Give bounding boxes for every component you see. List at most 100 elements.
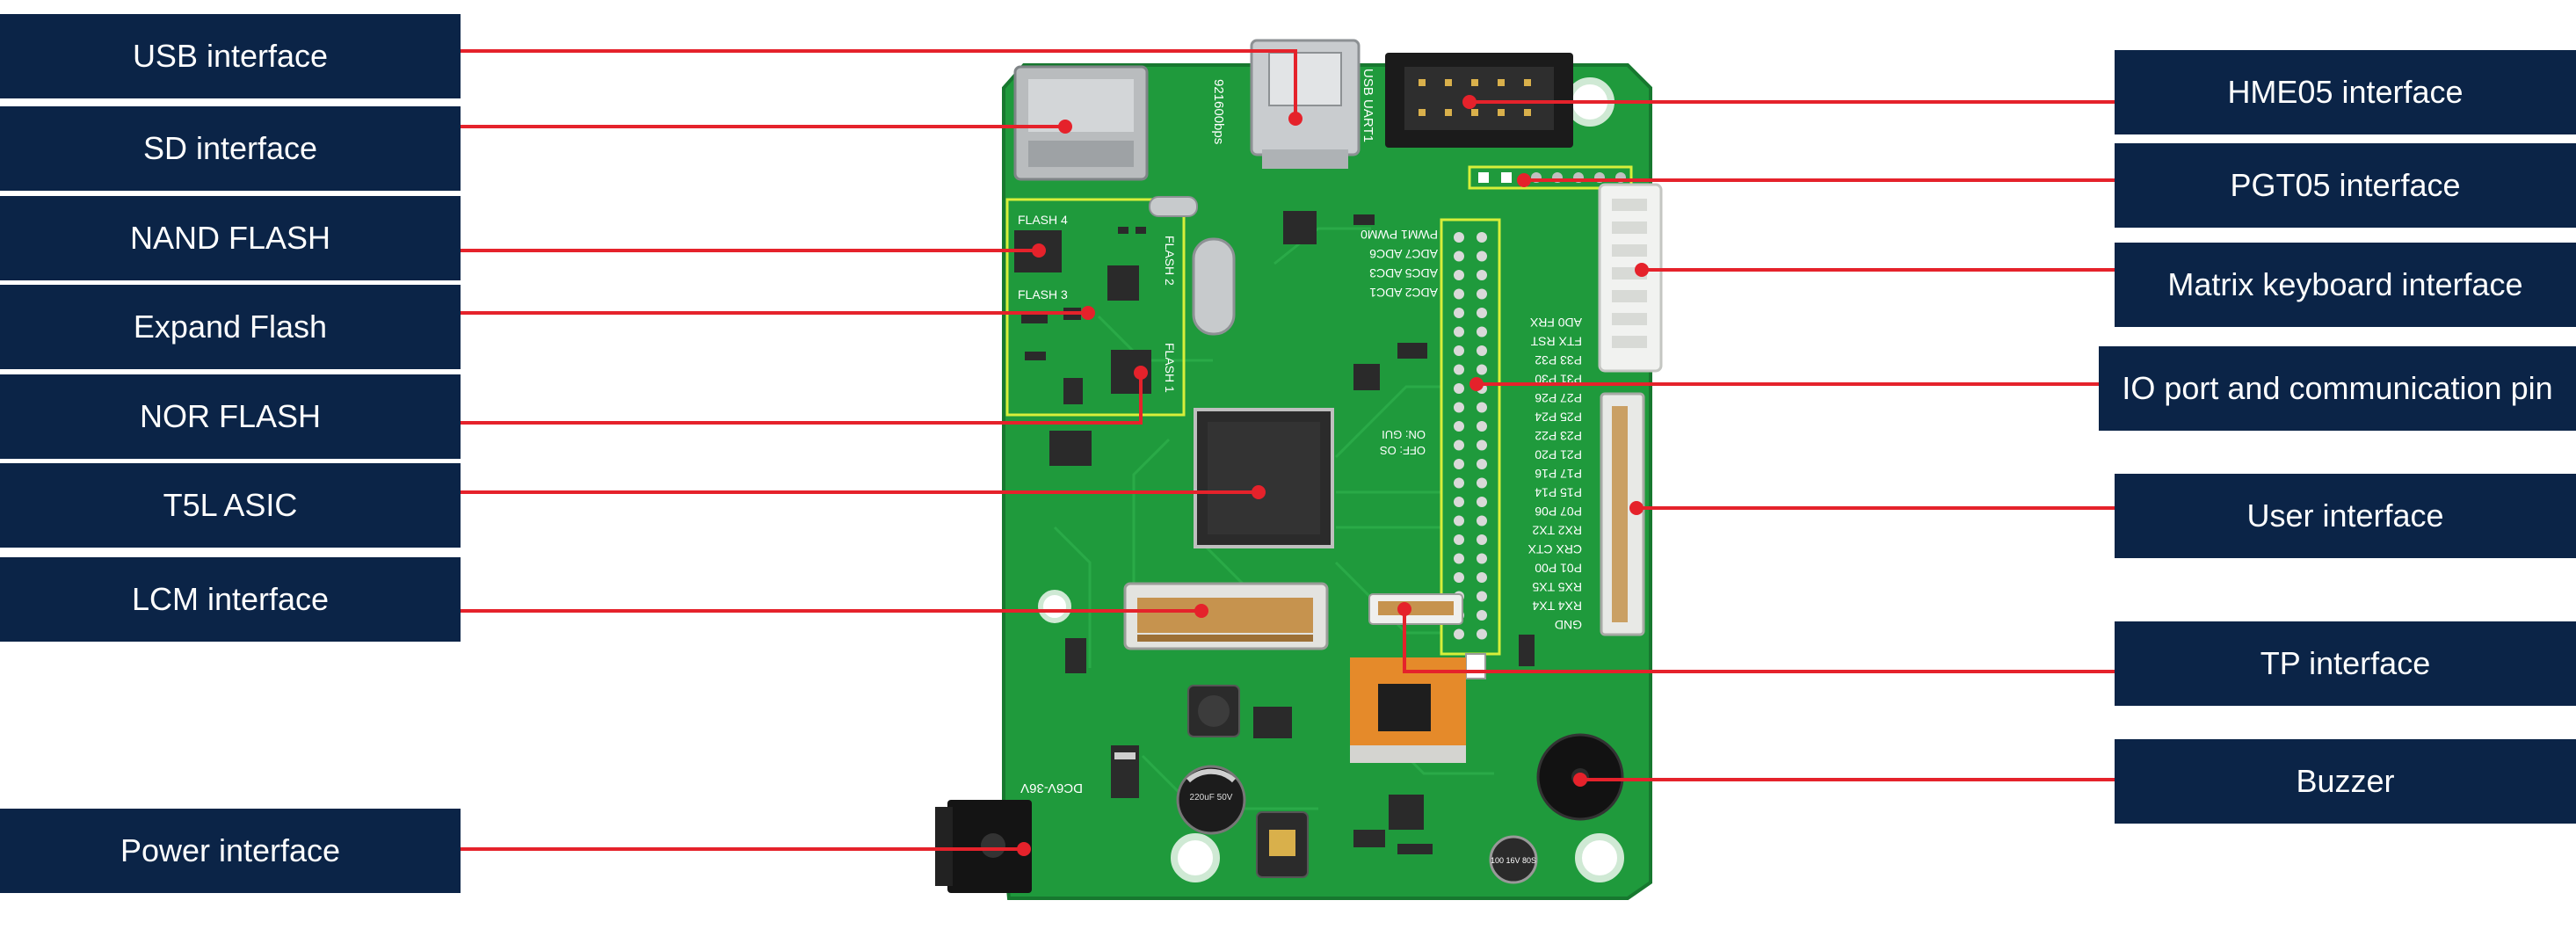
header-silk-label: RX2 TX2 <box>1532 524 1582 538</box>
header-silk-label: FTX RST <box>1530 335 1582 349</box>
io-header-pin <box>1454 288 1464 300</box>
io-header-pin <box>1454 628 1464 640</box>
crystal-small <box>1149 196 1198 217</box>
usb-connector <box>1250 39 1361 169</box>
io-header-pin <box>1454 534 1464 545</box>
cap-right-silk: 100 16V 80S <box>1491 856 1536 865</box>
io-header-pin <box>1477 515 1487 526</box>
leader-user-dot <box>1629 501 1644 515</box>
io-header-pin <box>1454 459 1464 469</box>
io-header-pin <box>1477 497 1487 507</box>
io-header-pin <box>1477 534 1487 545</box>
io-header-pin <box>1477 421 1487 432</box>
io-header-pin <box>1454 270 1464 280</box>
header-silk-label: P15 P14 <box>1535 486 1582 500</box>
io-header-pin <box>1454 497 1464 507</box>
flash2-silk: FLASH 2 <box>1163 236 1177 286</box>
switch-on-silk: ON: GUI <box>1382 428 1426 441</box>
header-silk-label: P21 P20 <box>1535 448 1582 462</box>
sd-card-slot <box>1013 65 1149 181</box>
switch-off-silk: OFF: OS <box>1380 444 1426 457</box>
matrix-keyboard-connector <box>1598 183 1663 373</box>
diode-rect <box>1111 745 1139 798</box>
header-silk-label: P23 P22 <box>1535 429 1582 443</box>
io-header-pin <box>1477 439 1487 451</box>
label-user-interface: User interface <box>2115 474 2576 558</box>
leader-lcm-dot <box>1194 604 1208 618</box>
flash3-silk: FLASH 3 <box>1018 287 1068 301</box>
io-header-pin <box>1477 288 1487 300</box>
io-header <box>1440 218 1501 656</box>
leader-expand-dot <box>1081 306 1095 320</box>
leader-power-dot <box>1017 842 1031 856</box>
label-io-port-communication-pin: IO port and communication pin <box>2099 346 2576 431</box>
io-header-pin <box>1454 345 1464 356</box>
io-header-pin <box>1477 610 1487 621</box>
leader-usb-dot <box>1288 112 1303 126</box>
io-header-pin <box>1454 421 1464 432</box>
io-header-pin <box>1477 591 1487 602</box>
io-header-pin <box>1477 628 1487 640</box>
label-matrix-keyboard-interface: Matrix keyboard interface <box>2115 243 2576 327</box>
io-header-pin <box>1454 402 1464 413</box>
adc-silk-label: ADC5 ADC3 <box>1369 266 1438 280</box>
adc-silk-label: ADC2 ADC1 <box>1369 286 1438 300</box>
leader-usb <box>461 49 1297 119</box>
leader-tp <box>1403 609 2115 673</box>
io-header-pin <box>1454 251 1464 262</box>
io-header-pin <box>1454 553 1464 564</box>
usb-uart-silk: USB UART1 <box>1361 69 1375 142</box>
io-header-pin <box>1454 308 1464 318</box>
label-buzzer: Buzzer <box>2115 739 2576 824</box>
label-usb-interface: USB interface <box>0 14 461 98</box>
header-silk-label: P01 P00 <box>1535 562 1582 576</box>
leader-matrix-dot <box>1635 263 1649 277</box>
io-header-pin <box>1477 232 1487 243</box>
io-header-pin <box>1477 364 1487 375</box>
io-header-pin <box>1477 326 1487 338</box>
io-header-pin <box>1454 326 1464 338</box>
io-header-pin <box>1454 439 1464 451</box>
header-silk-label: AD0 FRX <box>1529 316 1582 330</box>
adc-silk-label: PWM1 PWM0 <box>1361 228 1438 242</box>
io-header-pin <box>1477 553 1487 564</box>
header-silk-label: CRX CTX <box>1527 542 1582 556</box>
label-nor-flash: NOR FLASH <box>0 374 461 459</box>
inductor <box>1187 685 1240 737</box>
io-header-pin <box>1477 345 1487 356</box>
leader-sd-dot <box>1058 120 1072 134</box>
io-header-pin <box>1477 477 1487 489</box>
io-header-pin <box>1477 402 1487 413</box>
label-power-interface: Power interface <box>0 809 461 893</box>
electrolytic-capacitor: 220uF 50V <box>1176 765 1246 835</box>
io-header-pin <box>1454 364 1464 375</box>
header-silk-label: RX5 TX5 <box>1532 580 1582 594</box>
board-silkscreen: 921600bps USB UART1 DC6V-36V ON: GUI OFF… <box>1020 69 1582 795</box>
header-silk-label: P33 P32 <box>1535 353 1582 367</box>
io-header-pin <box>1454 572 1464 583</box>
dc-input-silk: DC6V-36V <box>1020 781 1083 795</box>
label-hme05-interface: HME05 interface <box>2115 50 2576 134</box>
io-header-pin <box>1454 232 1464 243</box>
io-header-pin <box>1477 572 1487 583</box>
t5l-asic-chip <box>1194 408 1334 548</box>
adc-silk-label: ADC7 ADC6 <box>1369 247 1438 261</box>
leader-nor-dot <box>1134 366 1148 380</box>
label-t5l-asic: T5L ASIC <box>0 463 461 548</box>
io-header-pin <box>1454 515 1464 526</box>
leader-pgt05-dot <box>1517 173 1531 187</box>
leader-nand-dot <box>1032 243 1046 258</box>
header-silk-label: GND <box>1555 618 1582 632</box>
leader-io-dot <box>1469 377 1484 391</box>
io-header-pin <box>1454 383 1464 394</box>
crystal-oscillator <box>1192 237 1236 336</box>
baud-silk: 921600bps <box>1211 79 1226 144</box>
lcm-fpc-connector <box>1123 582 1329 650</box>
leader-hme05-dot <box>1462 95 1477 109</box>
header-silk-label: P17 P16 <box>1535 467 1582 481</box>
misc-passives <box>1063 378 1535 854</box>
polymer-capacitor: 100 16V 80S <box>1489 835 1538 884</box>
inductor-2 <box>1256 811 1309 878</box>
leader-lines <box>461 49 2115 856</box>
header-silk-label: P07 P06 <box>1535 505 1582 519</box>
